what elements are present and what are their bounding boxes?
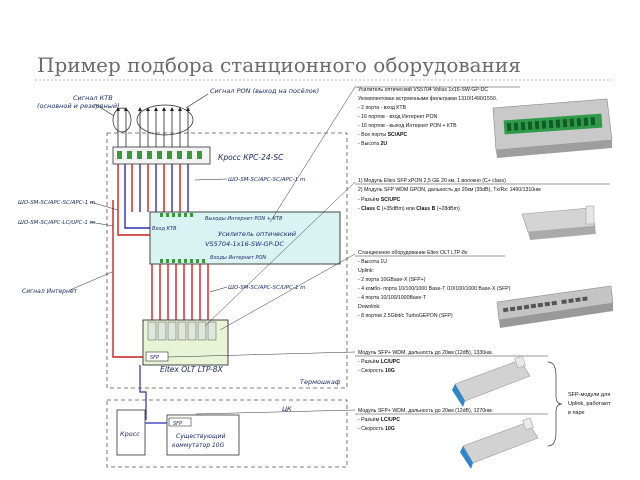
fibers-amp-to-olt <box>151 264 209 322</box>
thermocabinet-label: Термошкаф <box>300 378 341 386</box>
switch-line2: коммутатор 10G <box>172 442 225 449</box>
patch-top-pointer <box>194 178 228 181</box>
fiber-ktv-red <box>117 164 150 236</box>
amp-in-ktv-label: Вход КТВ <box>152 226 177 232</box>
amp-spec-line2: Укомплектован встроенными фильтрами 1310… <box>358 96 497 102</box>
pon-bracket <box>136 104 194 136</box>
olt-photo <box>496 285 614 328</box>
patch-top-label: ШО-SM-SC/APC-SC/APC-1 m <box>228 177 305 183</box>
signal-ktv-line2: (основной и резервный) <box>37 102 120 110</box>
olt-spec-line8: - 8 портов 2.5Gbit/c TurboGEPON (SFP) <box>358 313 453 319</box>
sfp-1270-conn: - Разъём LC/UPC <box>358 417 400 423</box>
ktv-bracket <box>112 107 132 133</box>
cross-ports <box>117 151 202 159</box>
amp-top-ports <box>160 213 193 217</box>
amp-spec-line4: - 16 портов - вход Интернет PON <box>358 114 438 120</box>
olt-spec-line5: - 4 комбо- порта 10/100/1000 Base-T /10/… <box>358 286 511 292</box>
pair-bracket <box>547 361 563 447</box>
olt-spec-line3: Uplink: <box>358 268 374 274</box>
amp-spec-height: - Высота 2U <box>358 141 387 147</box>
patch-left2-pointer <box>89 221 114 227</box>
leader-sfp-pon <box>204 181 356 327</box>
fiber-uplink <box>139 365 147 420</box>
olt-spec-line4: - 2 порта 10GBase-X (SFP+) <box>358 277 426 283</box>
switch-sfp-label: SFP <box>173 421 182 427</box>
spec-sfp-1270: Модуль SFP+ WDM, дальность до 20км (12dB… <box>358 408 493 432</box>
olt-spec-line6: - 4 порта 10/100/1000Base-T <box>358 295 427 301</box>
sfp-pon-class: - Class C (+35dBm) или Class B (+28dBm) <box>358 206 460 212</box>
olt-sfp-label: SFP <box>150 355 159 361</box>
thermocabinet-box <box>106 132 348 389</box>
olt-sfp-port <box>145 351 169 362</box>
spec-sfp-1330: Модуль SFP+ WDM, дальность до 20км (12dB… <box>358 350 493 374</box>
spec-sfp-pon: 1) Модуль Eltex SFP xPON 2,5 GE 20 км, 1… <box>358 178 541 212</box>
kross2-label: Кросс <box>120 430 140 438</box>
pon-arrows <box>138 107 190 147</box>
switch-sfp-port <box>168 417 192 427</box>
sfp-1330-conn: - Разъём LC/UPC <box>358 359 400 365</box>
patch-mid-label: ШО-SM-SC/APC-SC/UPC-1 m <box>228 285 305 291</box>
olt-spec-line7: Downlink: <box>358 304 381 310</box>
pair-note-line2: Uplink, работают <box>568 401 611 407</box>
fiber-internet <box>112 200 146 358</box>
pair-note-line1: SFP-модули для <box>568 392 610 398</box>
sfp-pon-line1: 1) Модуль Eltex SFP xPON 2,5 GE 20 км, 1… <box>358 178 506 184</box>
amp-spec-ports: - Все порты SC/APC <box>358 132 407 138</box>
amp-name-line1: Усилитель оптический <box>218 230 296 238</box>
sfp-pon-conn: - Разъём SC/UPC <box>358 197 401 203</box>
patch-left2-label: ШО-SM-SC/APC-LC/UPC-1 m <box>18 220 95 226</box>
amp-spec-line1: Усилитель оптический VS5704 Volius 1x16-… <box>358 86 488 93</box>
switch-line1: Существующий <box>176 433 226 440</box>
ktv-pointer <box>94 103 115 117</box>
fibers-cross-to-amp <box>131 164 189 212</box>
spec-olt: Станционное оборудование Eltex OLT LTP-8… <box>358 250 511 319</box>
page-title: Пример подбора станционного оборудования <box>37 53 521 77</box>
fiber-ktv-blue <box>124 164 150 229</box>
amp-out-label: Выходы Интернет PON + КТВ <box>205 216 283 222</box>
sfp-pon-line2: 2) Модуль SFP WDM GPON, дальность до 20к… <box>358 187 541 193</box>
sfp-1330-speed: - Скорость 10G <box>358 368 395 374</box>
sfp-1270-line1: Модуль SFP+ WDM, дальность до 20км (12dB… <box>358 408 493 414</box>
leader-sfp-1330 <box>167 351 356 358</box>
cross-label: Кросс КРС-24-SC <box>218 153 284 162</box>
signal-pon-label: Сигнал PON (выход на посёлок) <box>210 87 319 95</box>
olt-modules <box>147 321 217 341</box>
leader-sfp-1270 <box>195 409 356 415</box>
signal-ktv-line1: Сигнал КТВ <box>73 94 113 102</box>
olt-spec-line2: - Высота 1U <box>358 259 387 265</box>
tsk-box <box>106 399 348 468</box>
amplifier-box <box>149 211 341 265</box>
pair-note-line3: в паре <box>568 410 585 416</box>
leader-olt <box>219 253 356 331</box>
spec-amplifier: Усилитель оптический VS5704 Volius 1x16-… <box>358 86 497 147</box>
sfp-1330-photo <box>452 355 531 407</box>
sfp-1270-photo <box>460 417 539 469</box>
amp-bottom-ports <box>160 259 205 263</box>
tsk-label: ЦК <box>282 405 292 413</box>
olt-name: Eltex OLT LTP-8X <box>160 365 224 374</box>
sfp-1330-line1: Модуль SFP+ WDM, дальность до 20км (12dB… <box>358 350 493 356</box>
sfp-pon-photo <box>521 205 596 240</box>
kross2-box <box>116 409 146 456</box>
leader-amp <box>269 86 356 223</box>
amp-name-line2: VS5704-1x16-SW-GP-DC <box>205 240 284 248</box>
patch-mid-pointer <box>209 286 228 293</box>
signal-internet-label: Сигнал Интернет <box>22 288 78 295</box>
patch-left1-pointer <box>89 201 119 211</box>
patch-left1-label: ШО-SM-SC/APC-SC/APC-1 m <box>18 200 95 206</box>
amp-spec-line3: - 2 порта - вход КТВ <box>358 105 406 111</box>
olt-spec-line1: Станционное оборудование Eltex OLT LTP-8… <box>358 250 468 256</box>
sfp-1270-speed: - Скорость 10G <box>358 426 395 432</box>
amplifier-photo <box>492 98 613 158</box>
pon-pointer <box>185 93 209 109</box>
amp-spec-line5: - 16 портов - выход Интернет PON + КТВ <box>358 123 457 129</box>
internet-pointer <box>69 271 113 291</box>
amp-in-pon-label: Входы Интернет PON <box>210 255 266 261</box>
